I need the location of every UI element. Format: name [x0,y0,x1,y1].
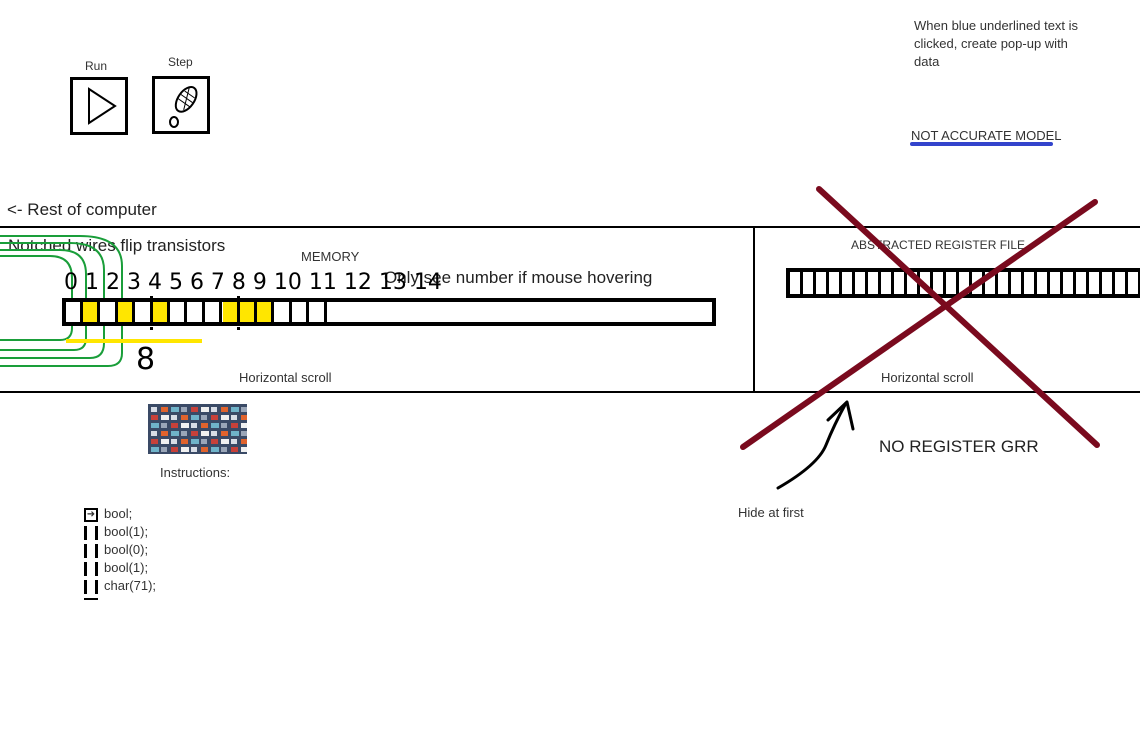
memory-cell[interactable] [240,302,257,322]
current-instruction-arrow-icon: ➜ [84,507,98,522]
memory-cell[interactable] [66,302,83,322]
breakpoint-marker-icon [84,525,98,540]
register-cell[interactable] [894,272,907,294]
memory-cell[interactable] [292,302,310,322]
register-cell[interactable] [855,272,868,294]
memory-cell[interactable] [309,302,327,322]
footprint-icon [169,86,198,128]
instruction-line[interactable]: bool(1); [84,523,156,541]
memory-cell[interactable] [153,302,170,322]
hover-value: 8 [136,342,156,377]
arrow-icon [776,400,855,490]
memory-cell[interactable] [100,302,118,322]
register-cell[interactable] [868,272,881,294]
memory-cell[interactable] [205,302,223,322]
step-label: Step [168,55,193,69]
instructions-title: Instructions: [160,465,231,480]
memory-title: MEMORY [301,249,360,264]
not-accurate-model-link[interactable]: NOT ACCURATE MODEL [911,128,1062,143]
memory-scroll-label: Horizontal scroll [239,370,332,385]
panel-top-border [0,226,1140,228]
register-cell[interactable] [881,272,894,294]
register-file-title: ABSTRACTED REGISTER FILE [851,238,1026,252]
breakpoint-marker-icon [84,579,98,594]
memory-indices: 0 1 2 3 4 5 6 7 8 9 10 11 12 13 14 [64,270,442,295]
selection-highlight [66,339,202,343]
register-cell[interactable] [842,272,855,294]
register-scroll-label: Horizontal scroll [881,370,974,385]
register-cell[interactable] [998,272,1011,294]
hide-at-first-note: Hide at first [738,505,804,520]
memory-cell[interactable] [170,302,188,322]
register-cell[interactable] [1037,272,1050,294]
circuit-board-image [148,404,247,454]
memory-cell[interactable] [83,302,101,322]
breakpoint-marker-icon [84,561,98,576]
register-cell[interactable] [959,272,972,294]
register-cell[interactable] [1076,272,1089,294]
instruction-list: ➜bool; bool(1); bool(0); bool(1); char(7… [84,505,156,600]
run-label: Run [85,59,108,73]
breakpoint-marker-icon [84,543,98,558]
register-cell[interactable] [920,272,933,294]
memory-bar[interactable] [62,298,716,326]
register-cell[interactable] [790,272,803,294]
register-cell[interactable] [933,272,946,294]
register-cell[interactable] [1115,272,1128,294]
register-cell[interactable] [946,272,959,294]
register-cell[interactable] [816,272,829,294]
register-cell[interactable] [1102,272,1115,294]
rest-of-computer-label: <- Rest of computer [7,200,157,219]
register-cell[interactable] [1063,272,1076,294]
hover-marker [150,296,156,330]
register-cell[interactable] [1128,272,1140,294]
memory-cell[interactable] [257,302,275,322]
list-end-marker [84,595,98,600]
instruction-line[interactable]: bool(0); [84,541,156,559]
panel-bottom-border [0,391,1140,393]
popup-note: When blue underlined text is clicked, cr… [914,18,1079,69]
instruction-line[interactable]: char(71); [84,577,156,595]
no-register-note: NO REGISTER GRR [879,437,1039,456]
hover-marker [237,296,243,330]
register-cell[interactable] [829,272,842,294]
register-cell[interactable] [803,272,816,294]
instruction-line[interactable]: bool(1); [84,559,156,577]
memory-cell[interactable] [187,302,205,322]
register-cell[interactable] [1024,272,1037,294]
memory-cell[interactable] [274,302,292,322]
register-cell[interactable] [1050,272,1063,294]
panel-divider [753,226,755,393]
link-underline [910,142,1053,146]
memory-cell[interactable] [118,302,136,322]
register-cell[interactable] [1011,272,1024,294]
hover-note: Only see number if mouse hovering [384,268,653,287]
instruction-line[interactable]: ➜bool; [84,505,156,523]
register-cell[interactable] [1089,272,1102,294]
run-button[interactable] [70,77,128,135]
step-button[interactable] [152,76,210,134]
cross-out-mark [740,186,1100,450]
play-icon [88,87,117,125]
register-cell[interactable] [985,272,998,294]
